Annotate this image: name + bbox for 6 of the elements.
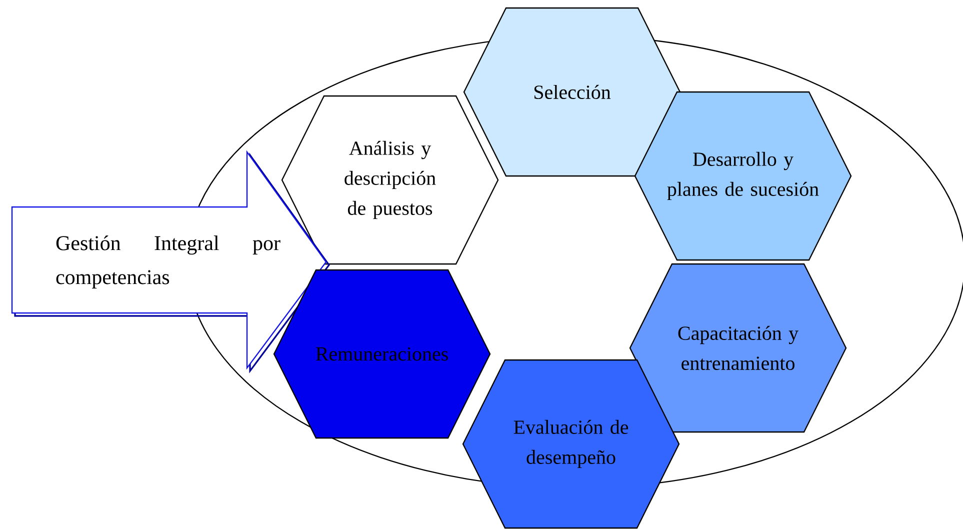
hexagon: Evaluación de desempeño xyxy=(462,359,680,529)
hexagon: Remuneraciones xyxy=(273,269,491,439)
hexagon: Análisis y descripción de puestos xyxy=(281,95,499,265)
hexagon: Capacitación y entrenamiento xyxy=(629,263,847,433)
hexagon: Selección xyxy=(463,7,681,177)
hexagon: Desarrollo y planes de sucesión xyxy=(634,91,852,261)
